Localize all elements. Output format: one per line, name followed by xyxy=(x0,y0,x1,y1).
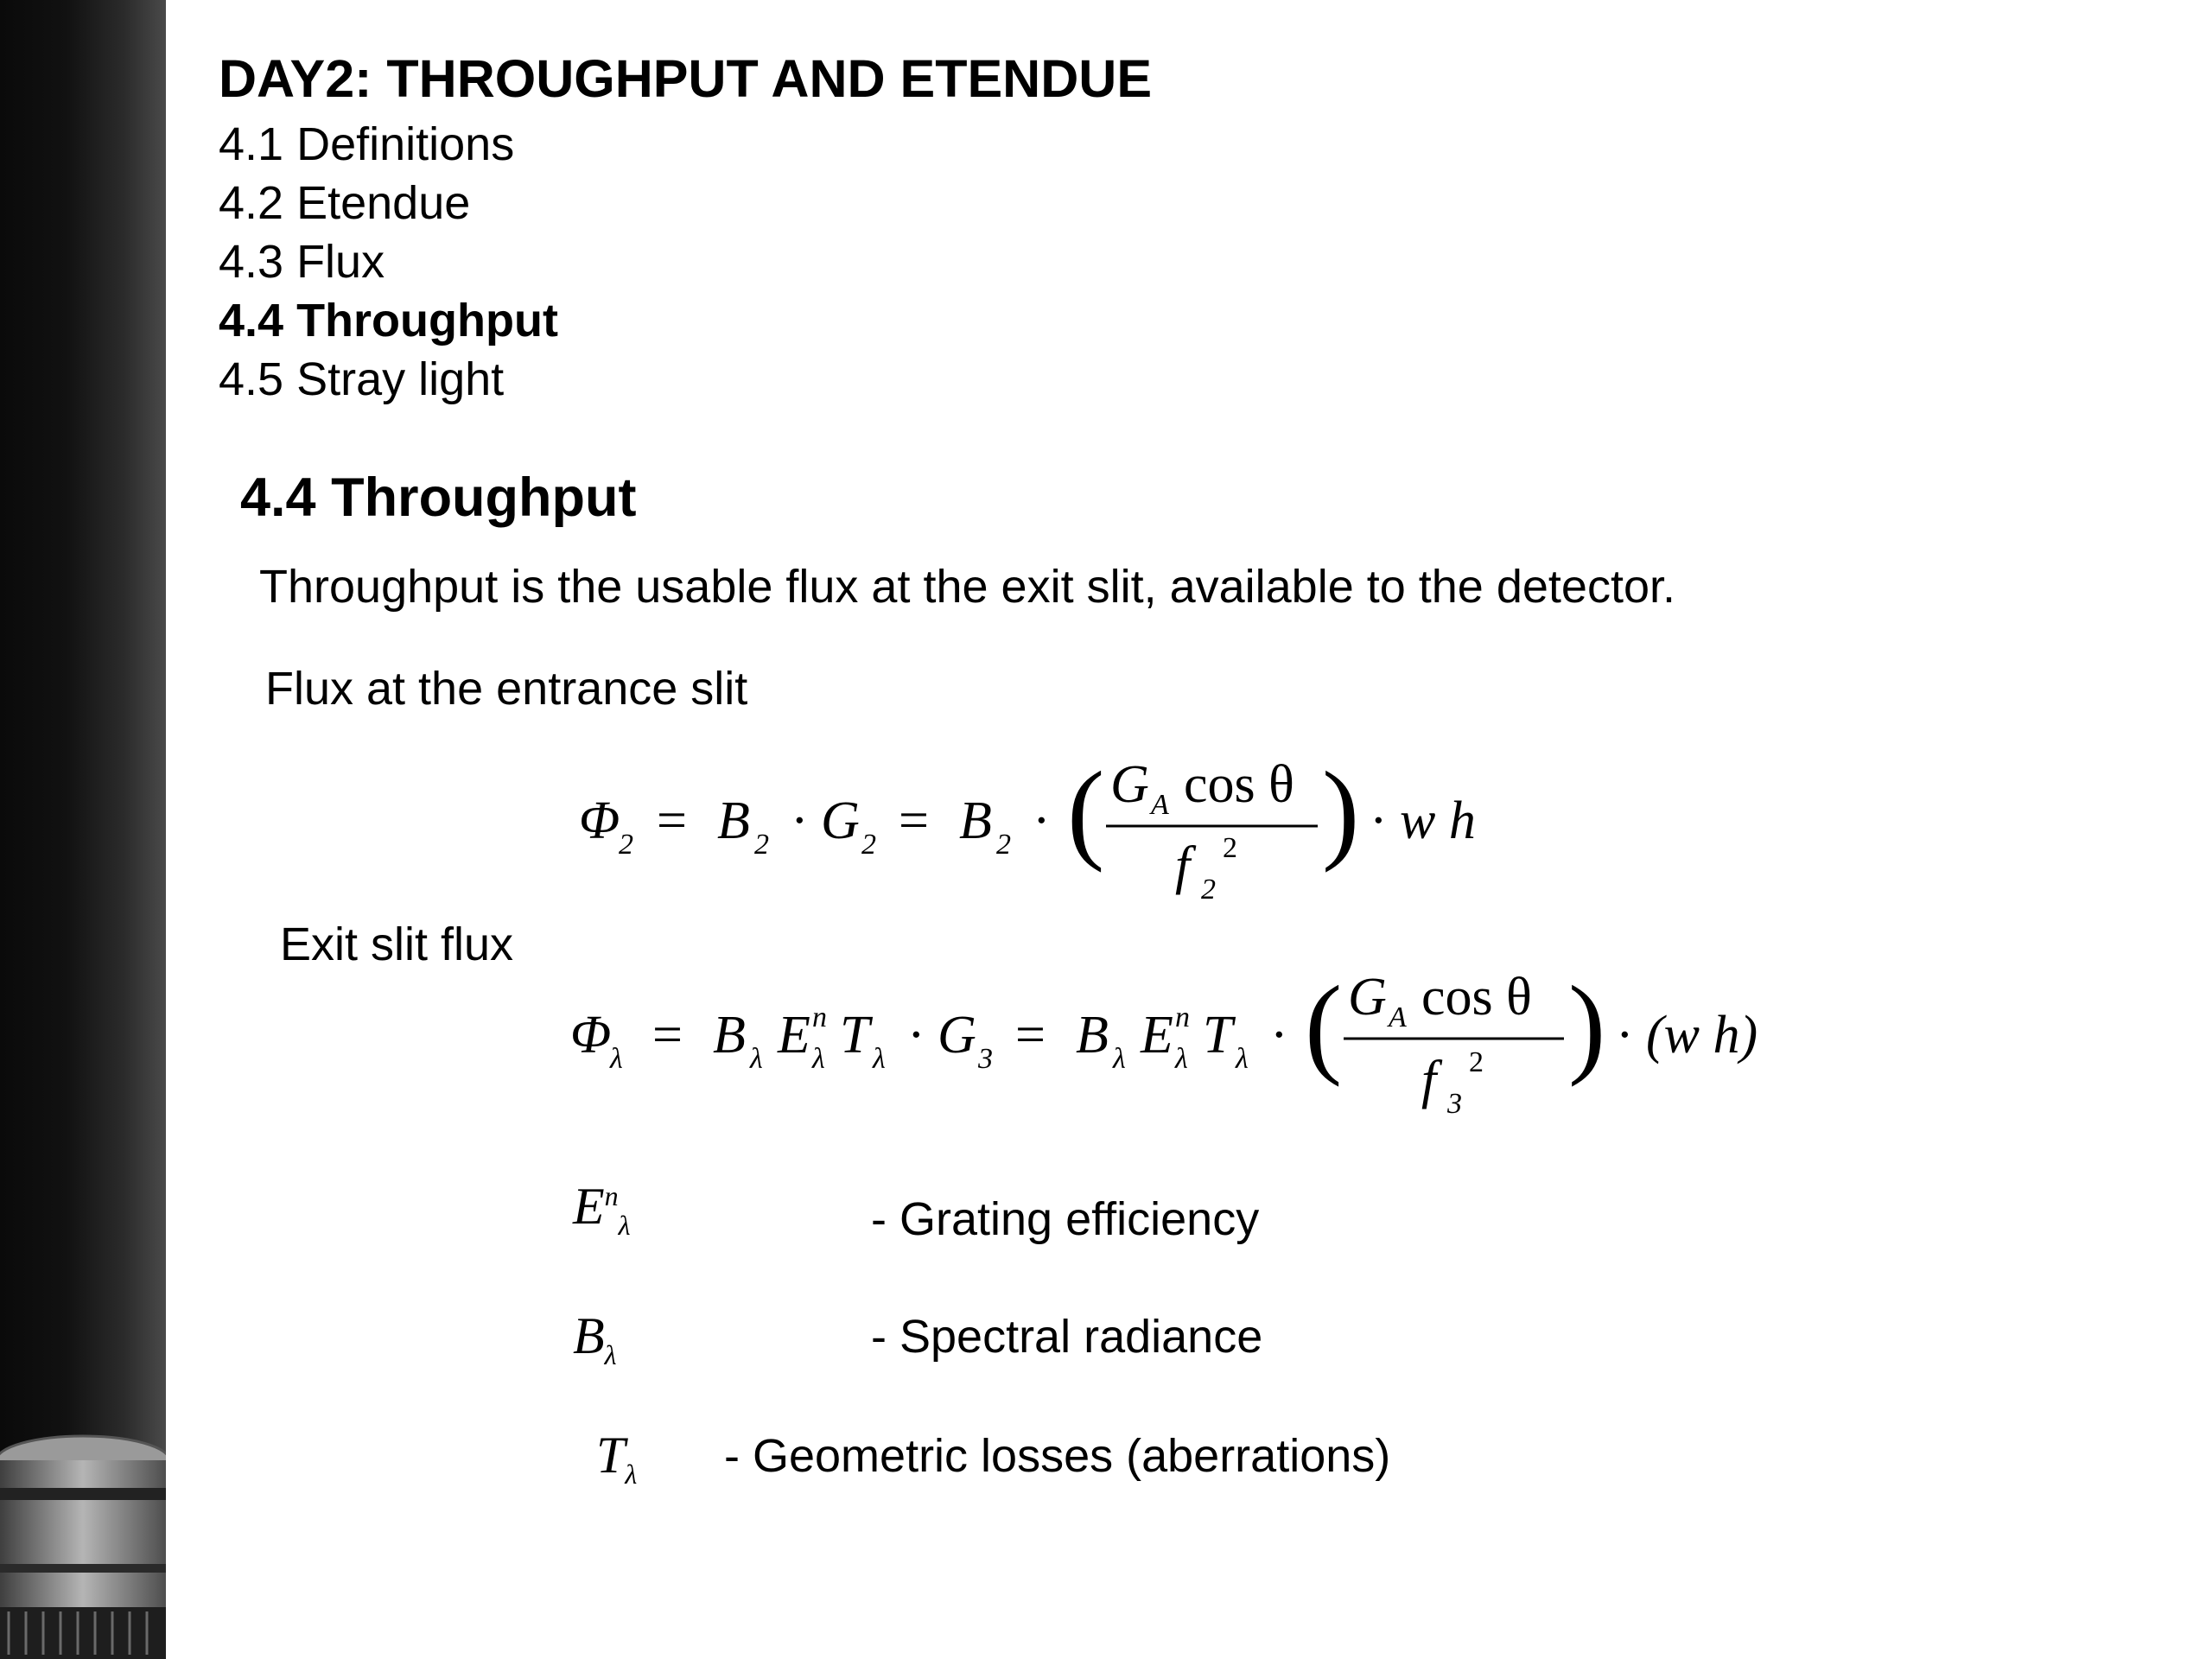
definition-grating-efficiency: - Grating efficiency xyxy=(871,1193,1260,1245)
eq1-den-sub: 2 xyxy=(1201,874,1216,906)
eq2-t2: G xyxy=(938,1006,976,1065)
entrance-flux-label: Flux at the entrance slit xyxy=(265,663,748,715)
eq1-lhs: Φ xyxy=(579,791,620,850)
eq2-tail: (w h) xyxy=(1646,1006,1758,1065)
eq2-den-sup: 2 xyxy=(1469,1046,1484,1078)
eq1-equals-2: = xyxy=(899,791,929,850)
eq1-num: G xyxy=(1110,755,1149,814)
eq2-t2-sub: 3 xyxy=(977,1043,993,1075)
outline-item-etendue[interactable]: 4.2 Etendue xyxy=(219,177,471,229)
eq2-t3-sub: λ xyxy=(1112,1043,1126,1075)
eq2-num-tail: cos θ xyxy=(1421,968,1532,1027)
outline-item-stray-light[interactable]: 4.5 Stray light xyxy=(219,353,505,405)
eq2-times-2: · xyxy=(1270,1006,1288,1065)
intro-text: Throughput is the usable flux at the exi… xyxy=(259,561,1675,613)
outline-item-flux[interactable]: 4.3 Flux xyxy=(219,236,385,288)
sidebar-decoration xyxy=(0,0,166,1659)
eq2-lhs-sub: λ xyxy=(609,1043,623,1075)
eq2-t3t-sub: λ xyxy=(1235,1043,1249,1075)
eq1-times-2: · xyxy=(1033,791,1051,850)
eq2-times-3: · xyxy=(1616,1006,1634,1065)
eq1-t1: B xyxy=(717,791,750,850)
eq2-paren-close: ) xyxy=(1568,963,1605,1088)
eq1-den: f xyxy=(1175,836,1197,895)
eq2-t1e-sup: n xyxy=(812,1001,827,1033)
eq2-t3t: T xyxy=(1203,1006,1236,1065)
camera-lens-image xyxy=(0,1434,166,1659)
eq2-t3e: E xyxy=(1140,1006,1173,1065)
eq2-paren-open: ( xyxy=(1305,963,1342,1088)
eq2-equals: = xyxy=(652,1006,683,1065)
eq2-den: f xyxy=(1421,1051,1443,1109)
outline-item-throughput[interactable]: 4.4 Throughput xyxy=(219,295,558,346)
symbol-grating-efficiency: Enλ xyxy=(573,1178,631,1241)
eq2-equals-2: = xyxy=(1015,1006,1046,1065)
eq2-t1e-sub: λ xyxy=(811,1043,825,1075)
deck-title: DAY2: THROUGHPUT AND ETENDUE xyxy=(219,49,1153,108)
eq1-paren-open: ( xyxy=(1067,752,1104,874)
eq2-num-sub: A xyxy=(1387,1001,1407,1033)
eq2-t1t: T xyxy=(840,1006,874,1065)
definition-spectral-radiance: - Spectral radiance xyxy=(871,1311,1263,1363)
eq2-t1e: E xyxy=(777,1006,810,1065)
symbol-spectral-radiance: Bλ xyxy=(573,1307,617,1370)
eq2-times-1: · xyxy=(907,1006,925,1065)
eq2-lhs: Φ xyxy=(570,1006,611,1065)
eq2-t3: B xyxy=(1076,1006,1109,1065)
eq2-den-sub: 3 xyxy=(1446,1088,1462,1120)
eq2-t3e-sub: λ xyxy=(1174,1043,1188,1075)
eq2-num: G xyxy=(1348,968,1387,1027)
eq1-t3-sub: 2 xyxy=(996,829,1011,861)
entrance-flux-equation: Φ 2 = B 2 · G 2 = B 2 · ( G A cos θ f 2 … xyxy=(570,752,1555,925)
eq1-lhs-sub: 2 xyxy=(619,829,633,861)
eq2-t1: B xyxy=(713,1006,746,1065)
eq1-times-1: · xyxy=(791,791,809,850)
exit-flux-label: Exit slit flux xyxy=(280,918,514,970)
eq1-times-3: · xyxy=(1370,791,1388,850)
eq1-t2-sub: 2 xyxy=(861,829,876,861)
eq1-t1-sub: 2 xyxy=(754,829,769,861)
eq1-paren-close: ) xyxy=(1322,752,1359,874)
eq1-den-sup: 2 xyxy=(1223,832,1237,864)
eq1-tail: w h xyxy=(1400,791,1476,850)
eq1-num-sub: A xyxy=(1149,789,1169,821)
exit-flux-equation: Φ λ = B λ E n λ T λ · G 3 = B λ E n λ T … xyxy=(570,959,1840,1141)
eq1-num-tail: cos θ xyxy=(1184,755,1294,814)
definition-geometric-losses: - Geometric losses (aberrations) xyxy=(724,1430,1391,1482)
eq2-t1-sub: λ xyxy=(749,1043,763,1075)
eq1-t3: B xyxy=(959,791,992,850)
outline-item-definitions[interactable]: 4.1 Definitions xyxy=(219,118,515,170)
eq1-t2: G xyxy=(821,791,860,850)
symbol-geometric-losses: Tλ xyxy=(596,1427,638,1490)
eq1-equals: = xyxy=(657,791,687,850)
eq2-t3e-sup: n xyxy=(1175,1001,1190,1033)
eq2-t1t-sub: λ xyxy=(872,1043,886,1075)
section-heading: 4.4 Throughput xyxy=(240,467,637,528)
